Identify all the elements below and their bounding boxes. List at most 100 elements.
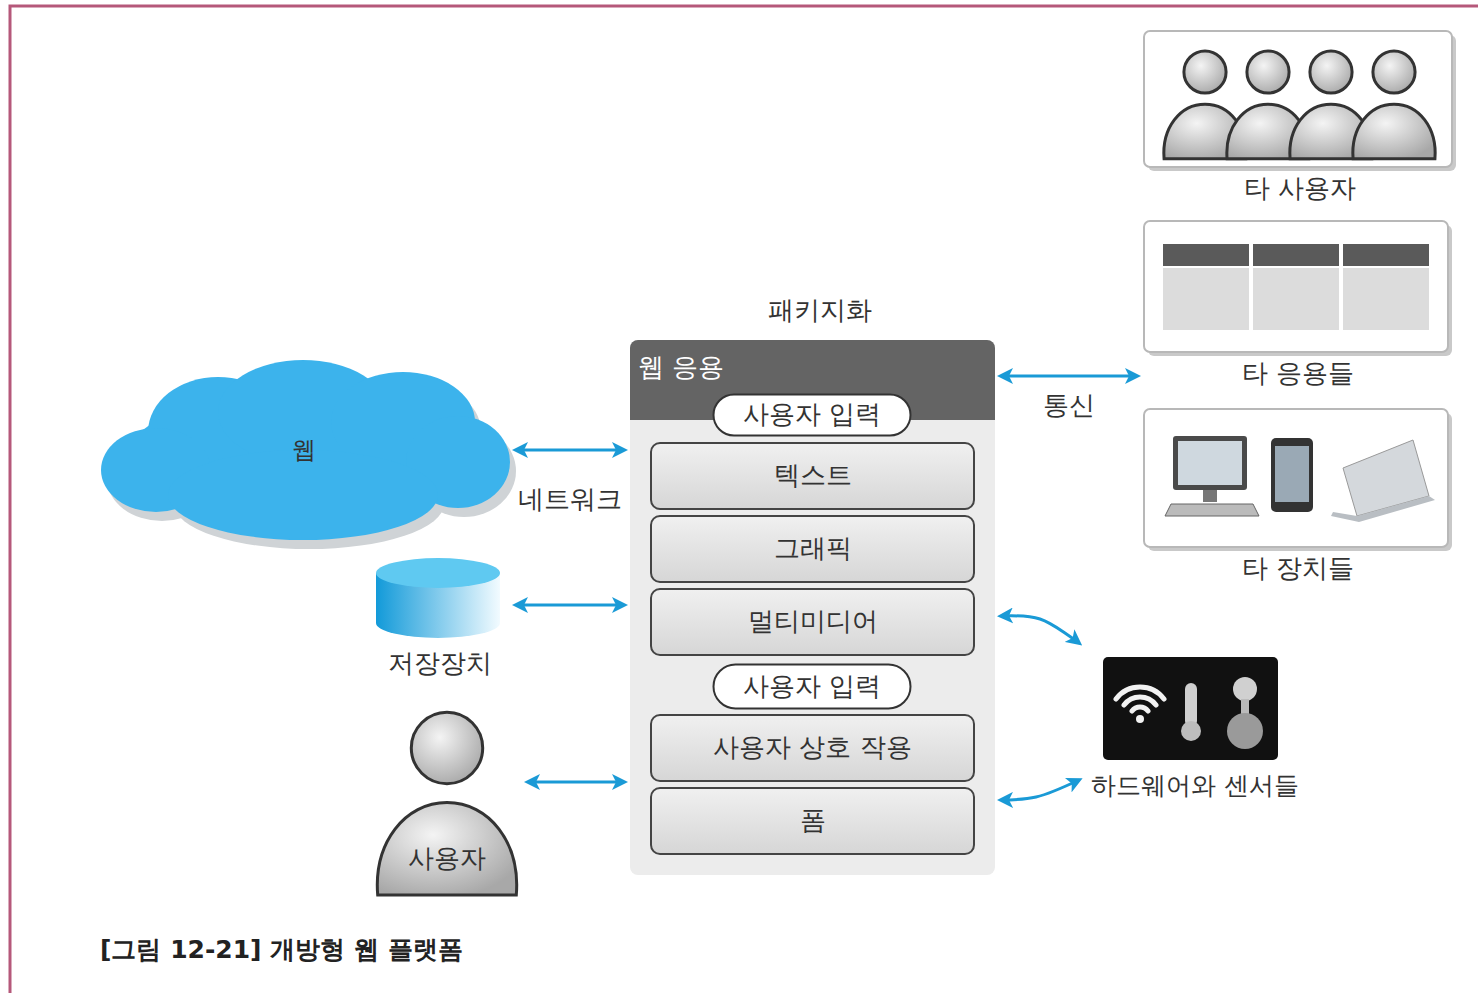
person-body xyxy=(377,803,516,895)
thermometer-bulb xyxy=(1181,721,1201,741)
person-body xyxy=(1353,104,1435,159)
text-holder: 그래픽 xyxy=(650,515,975,583)
monitor-stand xyxy=(1203,490,1217,502)
connector-arrow xyxy=(516,604,624,607)
input-pill: 사용자 입력 xyxy=(712,663,912,710)
wifi-arc xyxy=(1116,687,1164,699)
apps-card: 타 응용들 xyxy=(1143,220,1453,395)
node-label: 웹 xyxy=(292,436,316,465)
text-holder: 타 장치들 xyxy=(1143,548,1453,590)
text-holder: 멀티미디어 xyxy=(650,588,975,656)
hw-panel xyxy=(1103,657,1278,760)
connector-arrow xyxy=(1001,616,1079,643)
wifi-arc xyxy=(1132,707,1148,711)
joystick-base xyxy=(1227,713,1263,749)
card xyxy=(1144,409,1448,547)
hardware-card: 하드웨어와 센서들 xyxy=(1085,655,1305,807)
group-label: 패키지화 xyxy=(768,295,872,326)
package-title: 웹 응용 xyxy=(638,352,724,383)
text-holder: 하드웨어와 센서들 xyxy=(1085,763,1305,807)
app-header xyxy=(1253,244,1339,266)
node-label: 사용자 입력 xyxy=(743,671,881,702)
bar-outline xyxy=(651,715,974,781)
app-header xyxy=(1343,244,1429,266)
app-body xyxy=(1343,268,1429,330)
node-label: 사용자 상호 작용 xyxy=(713,732,912,763)
pill-outline xyxy=(714,665,911,709)
keyboard xyxy=(1165,504,1259,516)
edge-label: 네트워크 xyxy=(518,484,622,515)
cylinder-top xyxy=(376,558,500,588)
person-head xyxy=(1247,51,1289,93)
text-holder: 저장장치 xyxy=(370,643,510,685)
card xyxy=(1144,31,1452,167)
phone-screen xyxy=(1275,446,1309,502)
connector-arrow xyxy=(528,781,624,784)
storage-cylinder: 저장장치 xyxy=(370,555,510,685)
text-holder: 사용자 xyxy=(372,833,522,885)
app-body xyxy=(1163,268,1249,330)
connector-arrow xyxy=(1001,375,1137,378)
node-label: 텍스트 xyxy=(774,460,852,491)
person-figure xyxy=(1353,51,1435,159)
monitor xyxy=(1173,436,1247,490)
connector-arrow xyxy=(516,449,624,452)
page-frame xyxy=(10,6,1478,993)
wifi-dot xyxy=(1136,715,1144,723)
cloud-body xyxy=(101,360,510,540)
edge-label: 통신 xyxy=(1043,390,1095,421)
layer-box: 그래픽 xyxy=(650,515,975,583)
bar-outline xyxy=(651,516,974,582)
text-holder: 텍스트 xyxy=(650,442,975,510)
person-head xyxy=(1373,51,1415,93)
node-label: 그래픽 xyxy=(774,533,852,564)
node-label: 사용자 xyxy=(408,843,486,874)
package-ground xyxy=(630,340,995,875)
text-holder: 웹 응용 xyxy=(638,346,768,390)
devices-card: 타 장치들 xyxy=(1143,408,1453,590)
person-figure xyxy=(377,712,516,895)
joystick-knob xyxy=(1233,677,1257,701)
text-holder: 웹 xyxy=(98,350,510,550)
bar-outline xyxy=(651,788,974,854)
text-holder: 타 응용들 xyxy=(1143,353,1453,395)
text-holder: 사용자 입력 xyxy=(712,393,912,437)
node-label: 타 응용들 xyxy=(1242,358,1354,389)
figure-caption: [그림 12-21] 개방형 웹 플랫폼 xyxy=(100,935,463,965)
package-box: 웹 응용사용자 입력텍스트그래픽멀티미디어사용자 입력사용자 상호 작용폼 xyxy=(630,340,995,875)
layer-box: 텍스트 xyxy=(650,442,975,510)
app-header xyxy=(1163,244,1249,266)
node-label: 멀티미디어 xyxy=(748,606,878,637)
web-cloud: 웹 xyxy=(98,350,510,550)
node-label: 하드웨어와 센서들 xyxy=(1091,770,1299,801)
bar-outline xyxy=(651,443,974,509)
node-label: 폼 xyxy=(800,805,826,836)
node-label: 저장장치 xyxy=(388,648,492,679)
layer-box: 멀티미디어 xyxy=(650,588,975,656)
app-body xyxy=(1253,268,1339,330)
wifi-symbol xyxy=(1116,687,1164,711)
phone xyxy=(1271,438,1313,512)
connector-arrow xyxy=(1001,780,1079,800)
laptop-base xyxy=(1331,496,1435,522)
text-holder: 폼 xyxy=(650,787,975,855)
monitor-screen xyxy=(1178,441,1242,485)
layer-box: 사용자 상호 작용 xyxy=(650,714,975,782)
person-head xyxy=(1184,51,1226,93)
node-label: 사용자 입력 xyxy=(743,399,881,430)
pill-outline xyxy=(714,395,911,436)
users-card: 타 사용자 xyxy=(1143,30,1457,210)
thermometer xyxy=(1185,683,1197,727)
node-label: 타 사용자 xyxy=(1244,173,1356,204)
text-holder: 사용자 상호 작용 xyxy=(650,714,975,782)
text-holder: 타 사용자 xyxy=(1143,168,1457,210)
user-figure: 사용자 xyxy=(372,708,522,893)
person-head xyxy=(411,712,482,783)
layer-box: 폼 xyxy=(650,787,975,855)
bar-outline xyxy=(651,589,974,655)
text-holder: 사용자 입력 xyxy=(712,663,912,710)
input-pill: 사용자 입력 xyxy=(712,393,912,437)
person-head xyxy=(1310,51,1352,93)
